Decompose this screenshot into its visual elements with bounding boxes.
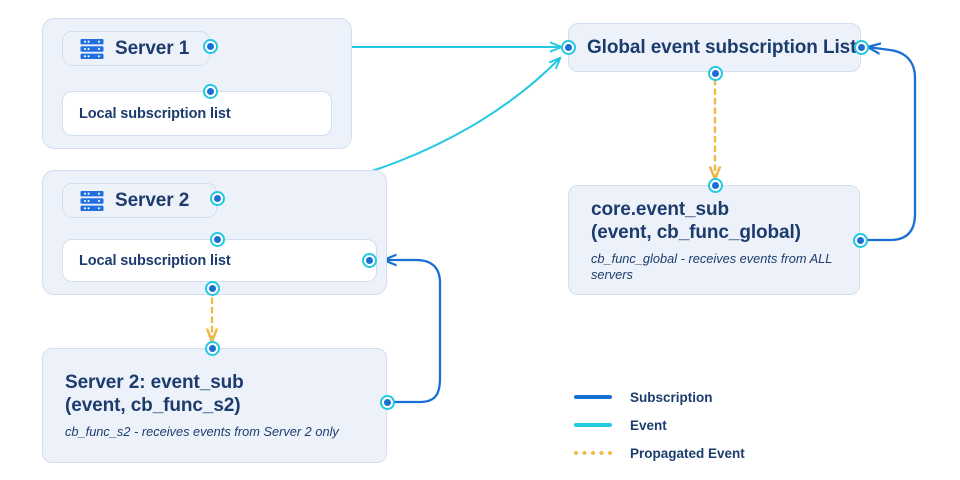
- server-2-label: Server 2: [115, 189, 190, 211]
- port-core-event-sub-top[interactable]: [708, 178, 723, 193]
- server-2-event-sub-title-line-2: (event, cb_func_s2): [65, 395, 241, 416]
- port-global-list-right[interactable]: [854, 40, 869, 55]
- legend-swatch-event: [574, 423, 612, 427]
- server-2-event-sub-title-line-1: Server 2: event_sub: [65, 372, 244, 393]
- server-1-label: Server 1: [115, 37, 190, 59]
- port-server-2-event-sub-top[interactable]: [205, 341, 220, 356]
- global-event-subscription-list-node[interactable]: Global event subscription List: [568, 23, 861, 72]
- core-event-sub-node[interactable]: core.event_sub (event, cb_func_global) c…: [568, 185, 860, 295]
- legend-item-propagated-event: Propagated Event: [574, 439, 834, 467]
- legend-label-subscription: Subscription: [630, 389, 713, 405]
- port-server-2-event-sub-right[interactable]: [380, 395, 395, 410]
- server-2-event-sub-node[interactable]: Server 2: event_sub (event, cb_func_s2) …: [42, 348, 387, 463]
- server-icon: [80, 190, 104, 211]
- server-icon: [80, 38, 104, 59]
- global-event-subscription-list-label: Global event subscription List: [587, 36, 857, 58]
- server-2-event-sub-description: cb_func_s2 - receives events from Server…: [65, 424, 339, 439]
- edge-subscription-server2: [384, 260, 442, 404]
- core-event-sub-description: cb_func_global - receives events from AL…: [591, 250, 833, 282]
- port-server-1-out[interactable]: [203, 39, 218, 54]
- legend-swatch-subscription: [574, 395, 612, 399]
- server-2-local-subscription-list[interactable]: Local subscription list: [62, 239, 377, 282]
- port-server-2-local-list-in[interactable]: [210, 232, 225, 247]
- server-1-local-list-label: Local subscription list: [79, 105, 231, 122]
- legend: Subscription Event Propagated Event: [574, 383, 834, 467]
- legend-label-propagated-event: Propagated Event: [630, 445, 745, 461]
- legend-item-event: Event: [574, 411, 834, 439]
- port-server-2-out[interactable]: [210, 191, 225, 206]
- port-server-2-local-list-right[interactable]: [362, 253, 377, 268]
- port-server-1-local-list-in[interactable]: [203, 84, 218, 99]
- port-server-2-local-list-down[interactable]: [205, 281, 220, 296]
- edge-subscription-global: [866, 47, 917, 242]
- server-2-node[interactable]: Server 2: [62, 183, 217, 218]
- server-1-local-subscription-list[interactable]: Local subscription list: [62, 91, 332, 136]
- port-global-list-bottom[interactable]: [708, 66, 723, 81]
- legend-swatch-propagated-event: [574, 451, 612, 455]
- port-global-list-left[interactable]: [561, 40, 576, 55]
- core-event-sub-title-line-2: (event, cb_func_global): [591, 221, 801, 243]
- legend-item-subscription: Subscription: [574, 383, 834, 411]
- server-1-node[interactable]: Server 1: [62, 31, 210, 66]
- server-2-local-list-label: Local subscription list: [79, 252, 231, 269]
- core-event-sub-title-line-1: core.event_sub: [591, 198, 729, 220]
- port-core-event-sub-right[interactable]: [853, 233, 868, 248]
- legend-label-event: Event: [630, 417, 667, 433]
